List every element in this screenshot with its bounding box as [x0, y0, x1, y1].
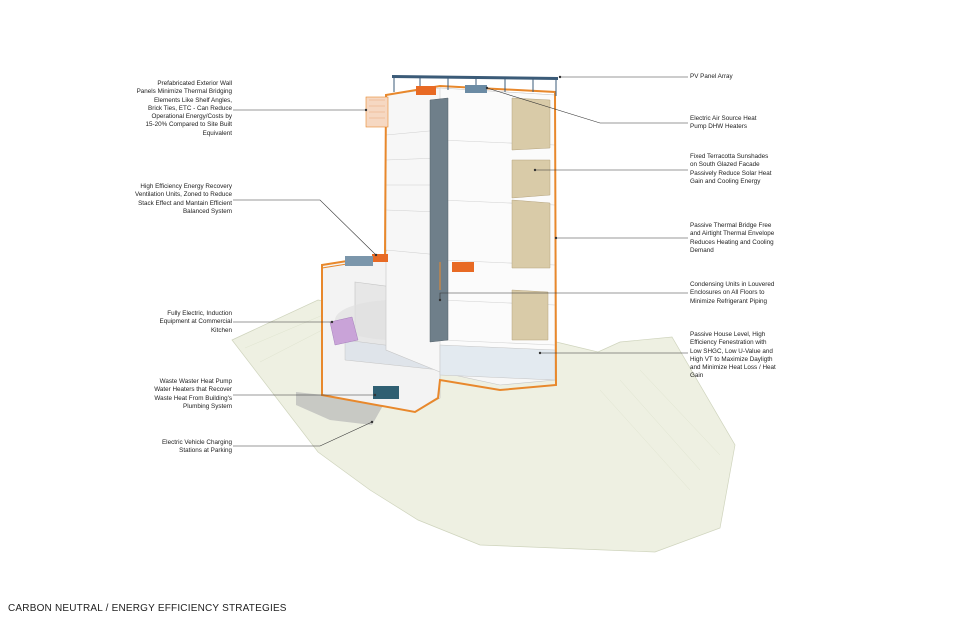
- leader-dots: [330, 75, 562, 424]
- annotation-fenestration: Passive House Level, High Efficiency Fen…: [690, 331, 776, 380]
- annotation-ev-charging: Electric Vehicle Charging Stations at Pa…: [161, 439, 232, 455]
- rooftop-orange-unit: [416, 86, 436, 95]
- erv-unit-blue: [345, 256, 373, 266]
- annotation-waste-water-heaters: Waste Waster Heat Pump Water Heaters tha…: [154, 378, 232, 410]
- annotation-terracotta-sunshades: Fixed Terracotta Sunshades on South Glaz…: [690, 153, 772, 185]
- pv-panel-array: [392, 75, 558, 96]
- annotation-dhw-heaters: Electric Air Source Heat Pump DHW Heater…: [690, 115, 757, 131]
- induction-equipment: [329, 316, 359, 346]
- annotation-pv-array: PV Panel Array: [690, 73, 733, 80]
- annotation-thermal-envelope: Passive Thermal Bridge Free and Airtight…: [690, 222, 775, 254]
- terracotta-sunshades: [511, 97, 551, 341]
- vertical-core: [429, 97, 449, 343]
- erv-unit-orange: [372, 254, 388, 262]
- annotation-condensing-units: Condensing Units in Louvered Enclosures …: [690, 281, 775, 305]
- condensing-unit: [452, 262, 474, 272]
- diagram-title: CARBON NEUTRAL / ENERGY EFFICIENCY STRAT…: [8, 603, 287, 614]
- dhw-heat-pump-unit: [465, 85, 487, 93]
- leader-lines: [233, 76, 688, 447]
- thermal-envelope-outline: [321, 84, 558, 414]
- annotation-erv-units: High Efficiency Energy Recovery Ventilat…: [135, 183, 232, 215]
- tower: [385, 87, 556, 386]
- annotation-induction-kitchen: Fully Electric, Induction Equipment at C…: [159, 310, 232, 334]
- annotation-prefab-panels: Prefabricated Exterior Wall Panels Minim…: [136, 80, 232, 137]
- waste-water-heat-pump: [373, 386, 399, 399]
